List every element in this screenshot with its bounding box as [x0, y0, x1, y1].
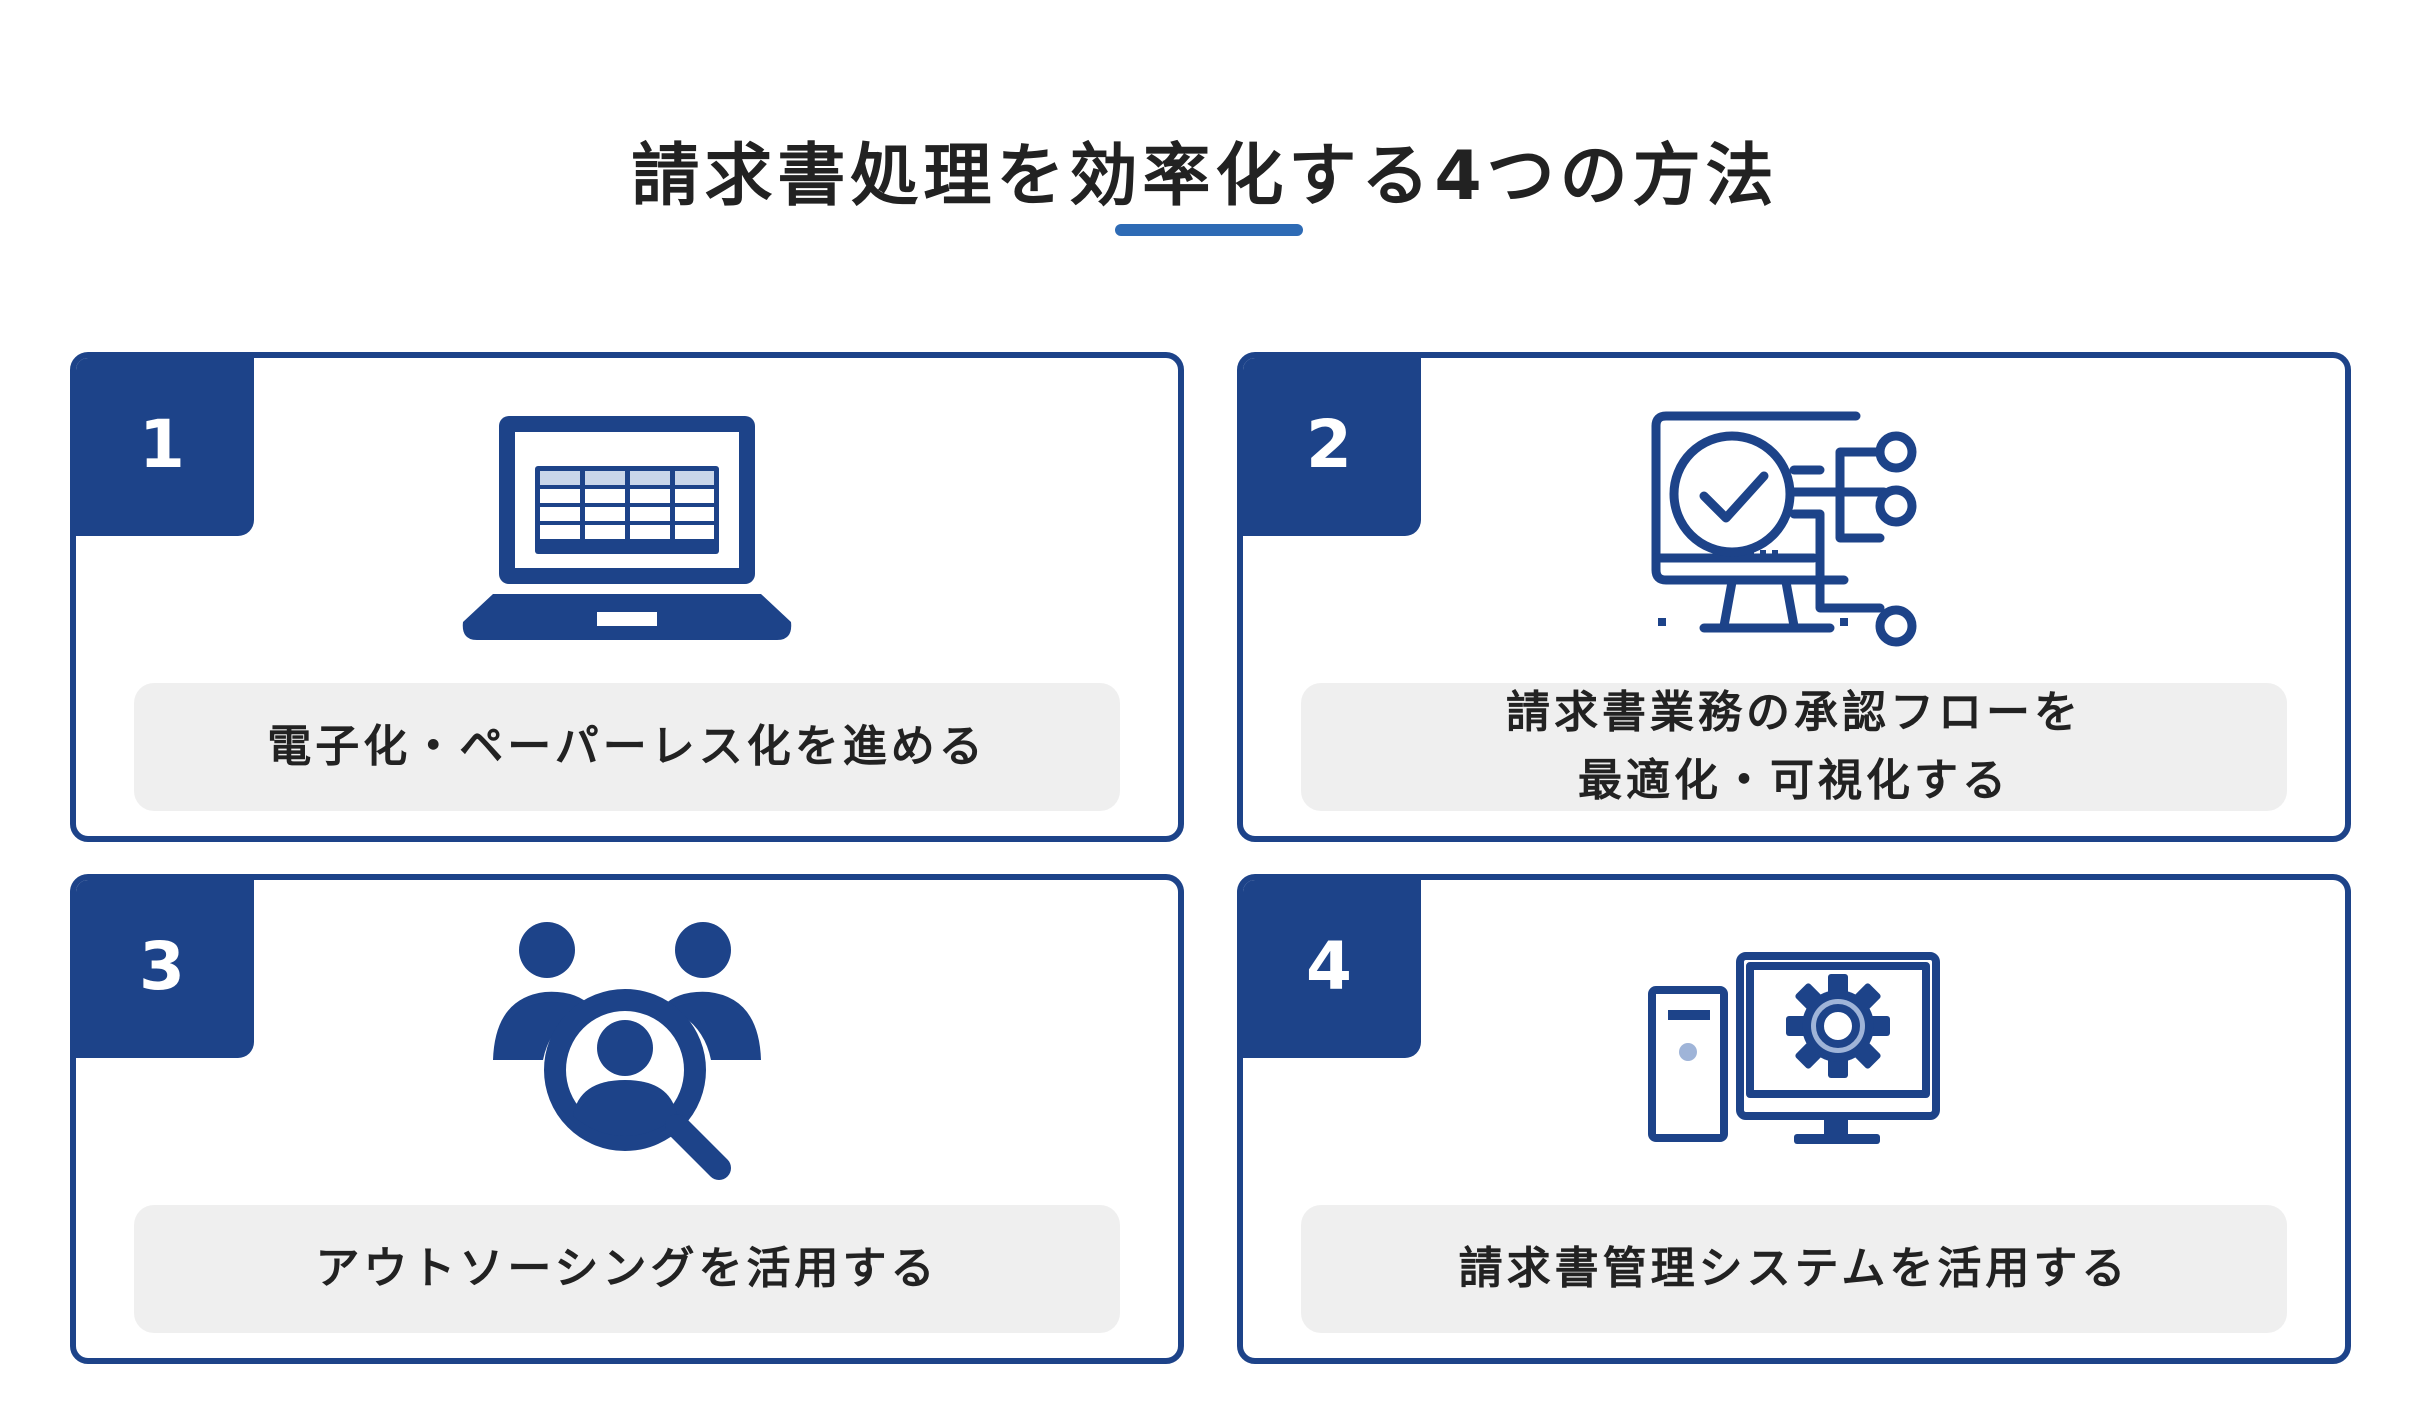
method-number-badge: 4 — [1243, 880, 1421, 1058]
people-search-icon — [76, 920, 1178, 1180]
method-card-4: 4 — [1237, 874, 2351, 1364]
label-line: 請求書管理システムを活用する — [1458, 1243, 2130, 1294]
method-card-2: 2 請求書業務の承認フローを 最適化・可視化する — [1237, 352, 2351, 842]
label-line: 最適化・可視化する — [1578, 755, 2010, 806]
label-line: アウトソーシングを活用する — [315, 1243, 939, 1294]
method-label: アウトソーシングを活用する — [134, 1205, 1120, 1333]
laptop-spreadsheet-icon — [76, 398, 1178, 658]
method-label: 電子化・ペーパーレス化を進める — [134, 683, 1120, 811]
method-number-badge: 3 — [76, 880, 254, 1058]
page-title: 請求書処理を効率化する4つの方法 — [631, 137, 1779, 216]
label-line: 請求書業務の承認フローを — [1506, 687, 2082, 738]
computer-settings-icon — [1243, 920, 2345, 1180]
title-underline — [1115, 224, 1303, 236]
method-label: 請求書業務の承認フローを 最適化・可視化する — [1301, 683, 2287, 811]
method-card-1: 1 電子化・ペーパーレス化を進める — [70, 352, 1184, 842]
method-number-badge: 1 — [76, 358, 254, 536]
method-card-3: 3 アウトソーシングを活用する — [70, 874, 1184, 1364]
monitor-approval-flow-icon — [1243, 398, 2345, 658]
method-number-badge: 2 — [1243, 358, 1421, 536]
method-label: 請求書管理システムを活用する — [1301, 1205, 2287, 1333]
label-line: 電子化・ペーパーレス化を進める — [267, 721, 987, 772]
